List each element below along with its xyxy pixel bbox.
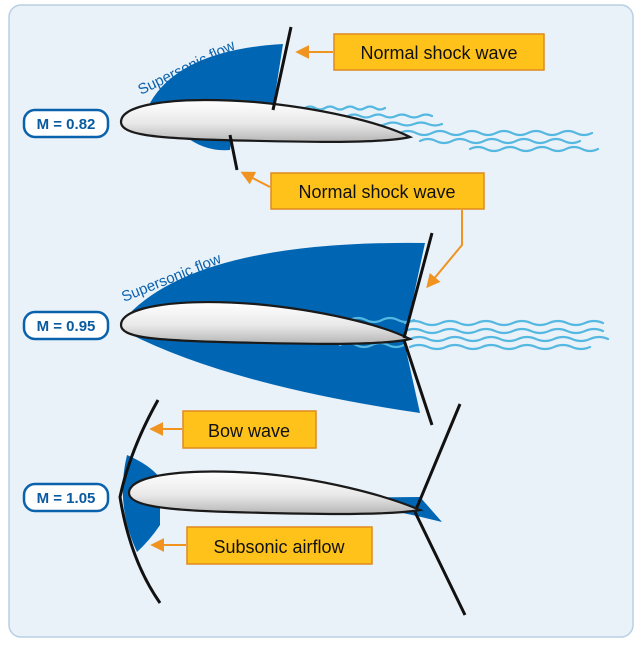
callout-normal-shock-1: Normal shock wave [333,33,545,71]
section-m105: M = 1.05 Bow wave Subsonic airflow [22,399,467,616]
normal-shock-line-2-upper [402,232,434,339]
mach-badge-2-text: M = 0.95 [37,318,96,335]
supersonic-region-lower-2 [128,333,420,413]
callout-subsonic-airflow-text: Subsonic airflow [213,537,345,557]
mach-badge-1: M = 0.82 [22,108,110,139]
airfoil-3 [127,470,424,516]
turbulent-wake [283,105,600,153]
mach-badge-2: M = 0.95 [22,310,110,341]
oblique-shock-line-upper [413,403,462,513]
callout-bow-wave: Bow wave [182,410,317,449]
mach-badge-1-text: M = 0.82 [37,116,96,133]
section-m095: Supersonic flow M = 0.95 [22,232,610,426]
callout-normal-shock-2: Normal shock wave [270,172,485,210]
mach-badge-3-text: M = 1.05 [37,490,96,507]
callout-bow-wave-text: Bow wave [208,421,290,441]
bow-wave-line [118,399,162,604]
arrow-normal-shock-2b [426,210,463,289]
oblique-shock-line-lower [413,511,467,616]
callout-normal-shock-1-text: Normal shock wave [360,43,517,63]
normal-shock-line-upper [271,26,293,111]
airfoil-2 [119,301,414,345]
section-m082: Supersonic flow M = 0.82 Normal shock wa… [22,26,600,289]
callout-normal-shock-2-text: Normal shock wave [298,182,455,202]
mach-badge-3: M = 1.05 [22,482,110,513]
arrow-normal-shock-2a [240,171,271,188]
supersonic-region-upper [150,44,283,108]
callout-subsonic-airflow: Subsonic airflow [186,526,373,565]
normal-shock-line-lower [228,134,239,171]
turbulent-wake-2 [338,316,610,351]
airfoil-1 [119,98,414,143]
normal-shock-line-2-lower [402,339,434,426]
